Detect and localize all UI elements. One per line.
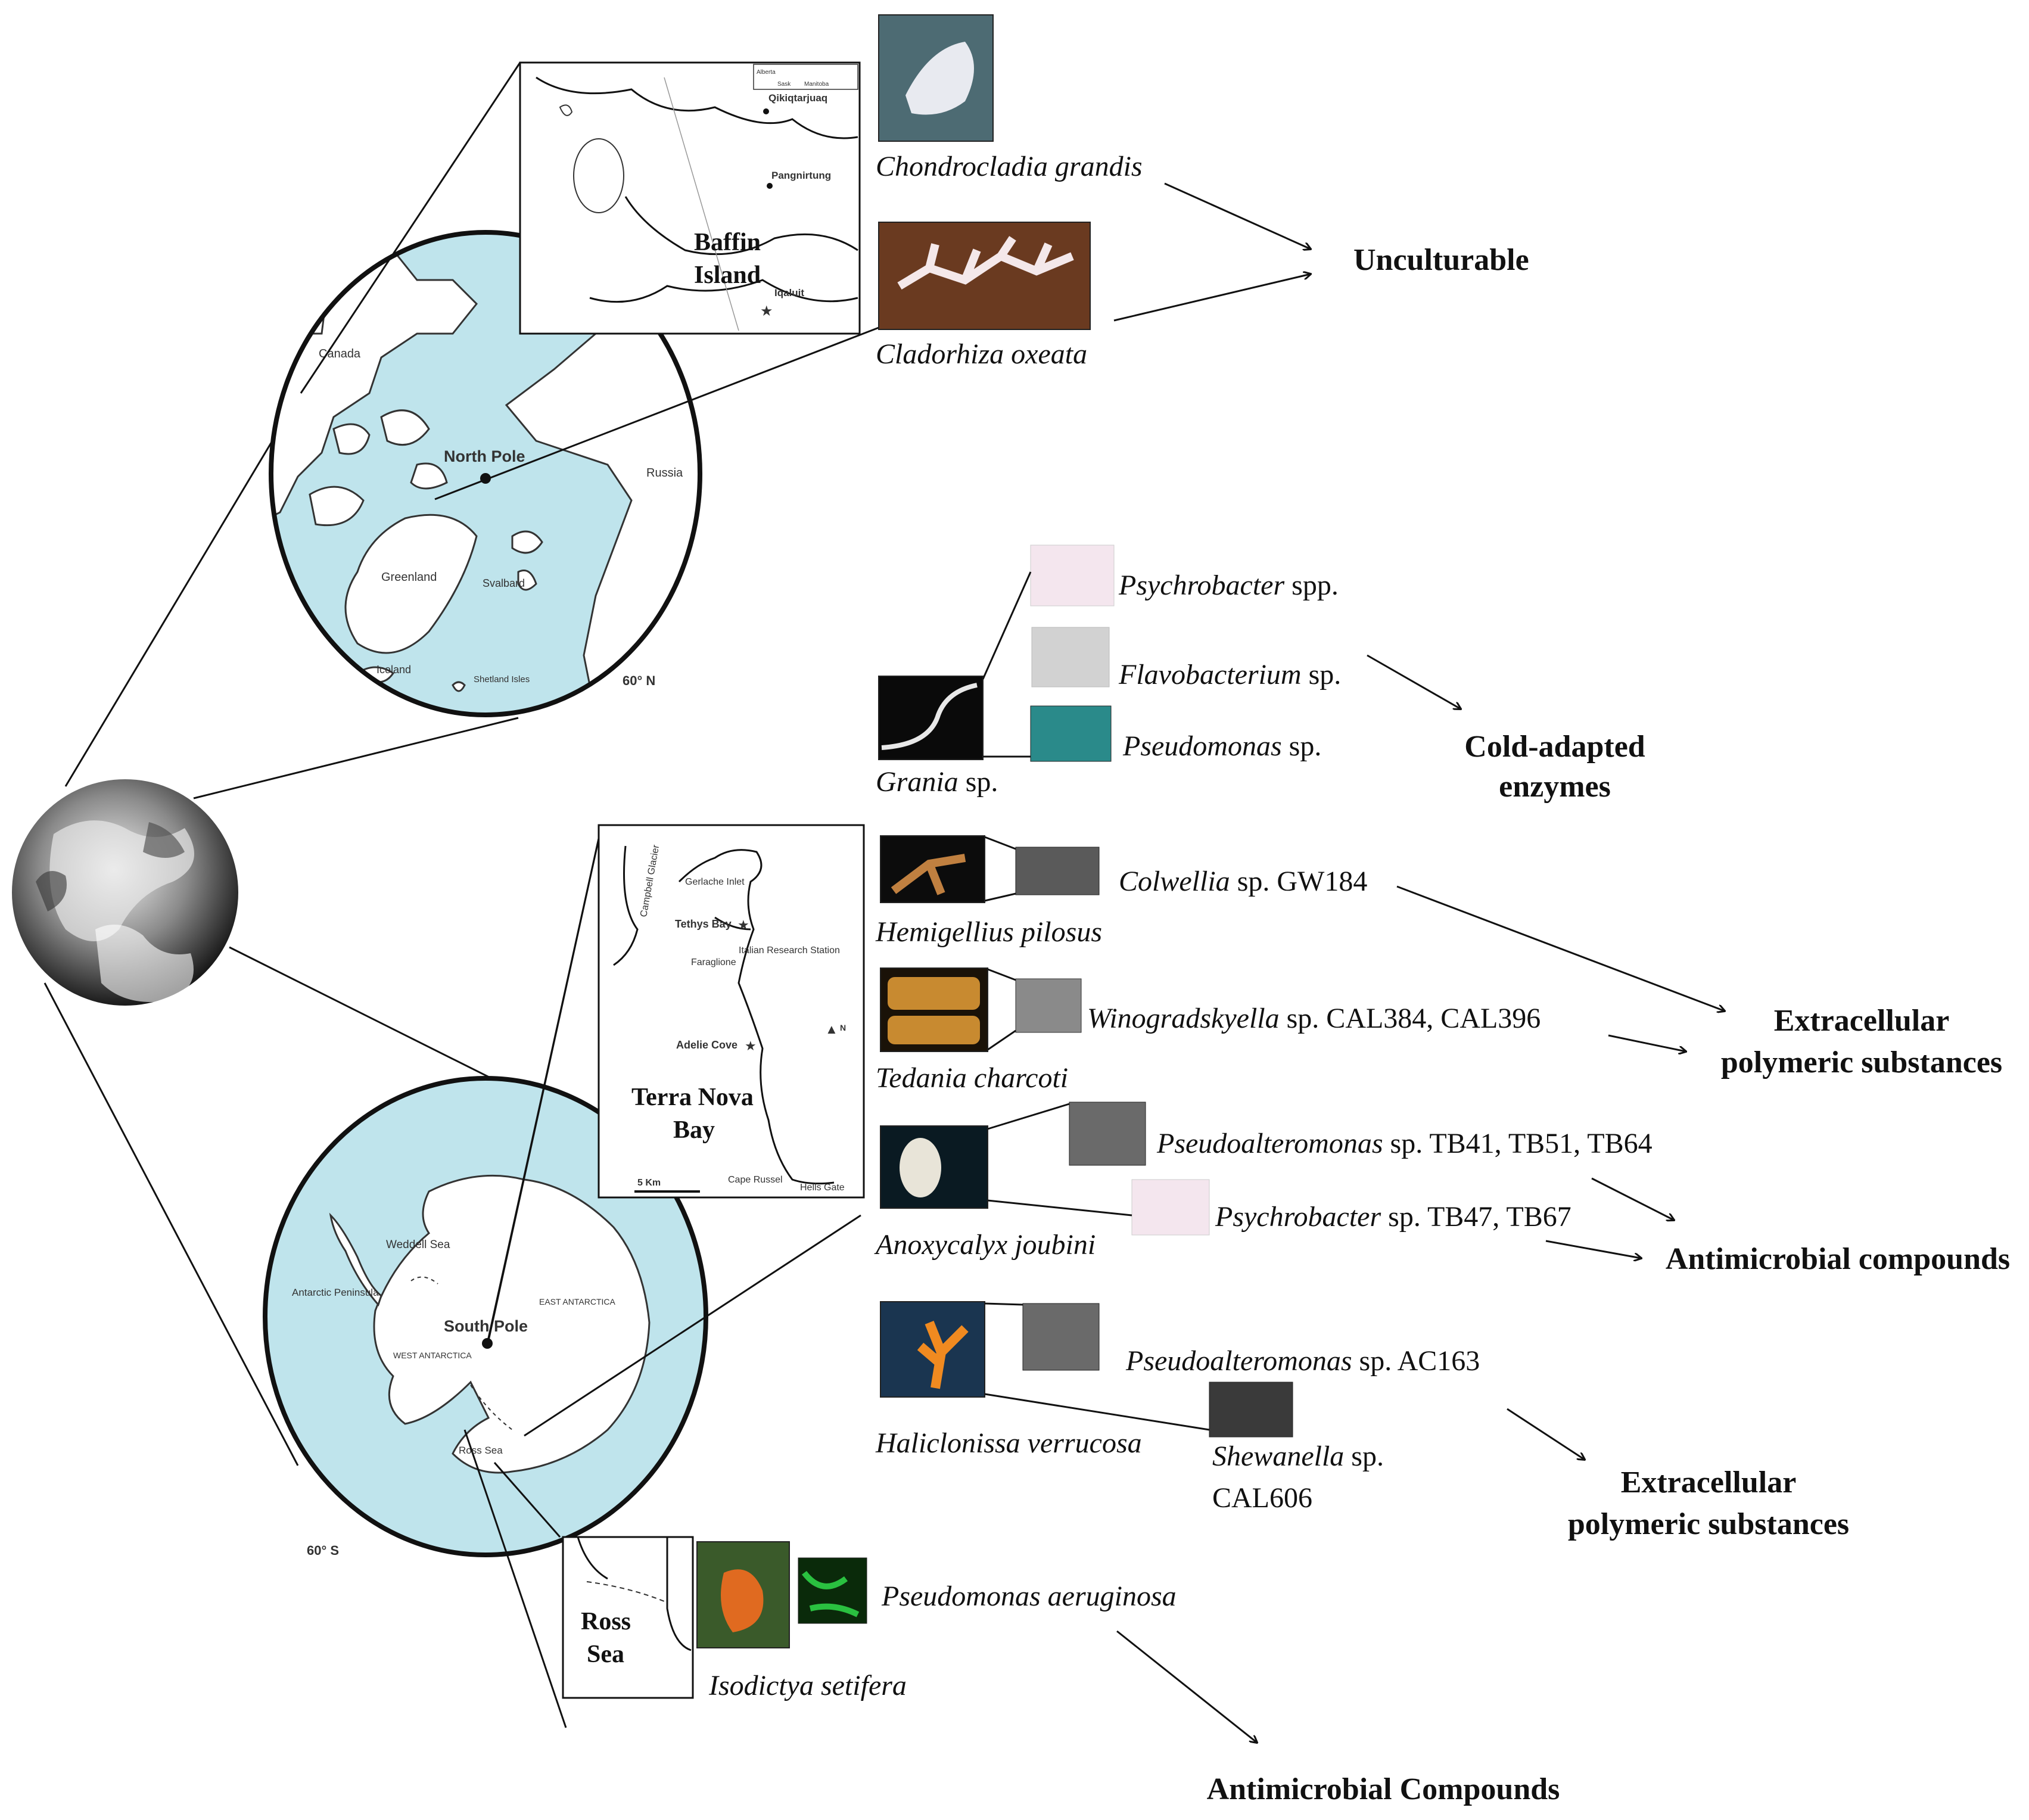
arrow-pseudoalteromonas-ac bbox=[1507, 1408, 1585, 1460]
pseudoalteromonas-tb-label: Pseudoalteromonas sp. TB41, TB51, TB64 bbox=[1156, 1128, 1653, 1159]
haliclonissa-label: Haliclonissa verrucosa bbox=[875, 1427, 1142, 1459]
eps2-label-line1: Extracellular bbox=[1621, 1466, 1797, 1499]
outcome-labels: Unculturable Cold-adapted enzymes Extrac… bbox=[1207, 243, 2011, 1806]
iceland-label: Iceland bbox=[376, 664, 411, 676]
tedania-label: Tedania charcoti bbox=[876, 1062, 1068, 1094]
eps1-label-line1: Extracellular bbox=[1774, 1004, 1950, 1038]
pseudoalteromonas-ac-photo bbox=[1022, 1303, 1100, 1371]
qikiqtarjuaq-label: Qikiqtarjuaq bbox=[768, 92, 827, 104]
arrow-pseudomonas-aeruginosa bbox=[1116, 1630, 1257, 1743]
chondrocladia-label: Chondrocladia grandis bbox=[876, 151, 1143, 182]
north-label: N bbox=[840, 1023, 846, 1032]
arctic-latitude-label: 60° N bbox=[623, 673, 655, 688]
eps1-label-line2: polymeric substances bbox=[1721, 1046, 2002, 1079]
baffin-island-inset: Alberta Sask Manitoba Qikiqtarjuaq Pangn… bbox=[300, 61, 861, 394]
alberta-label: Alberta bbox=[757, 69, 776, 76]
east-antarctica-label: EAST ANTARCTICA bbox=[539, 1297, 616, 1306]
weddell-sea-label: Weddell Sea bbox=[386, 1239, 450, 1251]
antarctic-map: South Pole Weddell Sea Antarctic Peninsu… bbox=[263, 825, 861, 1728]
winogradskyella-photo bbox=[1015, 978, 1082, 1033]
ross-title-line2: Sea bbox=[587, 1641, 624, 1668]
antimicrobial2-label: Antimicrobial Compounds bbox=[1207, 1772, 1560, 1806]
psychrobacter-tb-photo bbox=[1131, 1179, 1210, 1236]
photo-connectors bbox=[982, 571, 1210, 1431]
manitoba-label: Manitoba bbox=[804, 81, 829, 88]
shewanella-photo bbox=[1209, 1382, 1293, 1438]
ross-sea-inset: Ross Sea bbox=[562, 1536, 694, 1699]
psychrobacter-spp-photo bbox=[1030, 545, 1115, 606]
outcome-arrows bbox=[1113, 182, 1725, 1743]
west-antarctica-label: WEST ANTARCTICA bbox=[393, 1351, 472, 1360]
colwellia-photo bbox=[1015, 847, 1100, 895]
iqaluit-star-icon: ★ bbox=[760, 303, 773, 319]
italian-station-label: Italian Research Station bbox=[739, 945, 840, 956]
pangnirtung-label: Pangnirtung bbox=[771, 170, 831, 181]
adelie-cove-label: Adelie Cove bbox=[676, 1039, 737, 1051]
pseudoalteromonas-ac-label: Pseudoalteromonas sp. AC163 bbox=[1125, 1345, 1480, 1377]
arctic-map: North Pole Canada Russia Greenland Svalb… bbox=[269, 230, 879, 717]
grania-label: Grania sp. bbox=[876, 766, 998, 798]
ross-sea-map-label: Ross Sea bbox=[459, 1445, 503, 1456]
north-arrow-icon: ▲ bbox=[825, 1022, 838, 1037]
antimicrobial1-label: Antimicrobial compounds bbox=[1666, 1242, 2010, 1276]
sask-label: Sask bbox=[777, 81, 791, 88]
gerlache-inlet-label: Gerlache Inlet bbox=[685, 877, 745, 887]
arrow-chondrocladia bbox=[1164, 182, 1311, 249]
arrow-pseudoalteromonas-tb bbox=[1591, 1177, 1674, 1220]
colwellia-label: Colwellia sp. GW184 bbox=[1119, 866, 1367, 897]
arrow-cold-enzymes bbox=[1367, 654, 1461, 709]
baffin-title-line2: Island bbox=[694, 262, 761, 289]
hells-gate-label: Hells Gate bbox=[800, 1183, 845, 1193]
shetland-label: Shetland Isles bbox=[474, 674, 530, 685]
winogradskyella-label: Winogradskyella sp. CAL384, CAL396 bbox=[1087, 1003, 1541, 1034]
specimen-photos bbox=[696, 14, 1293, 1648]
faraglione-label: Faraglione bbox=[691, 957, 736, 967]
arrow-winogradskyella bbox=[1608, 1034, 1686, 1051]
adelie-star-icon: ★ bbox=[745, 1038, 757, 1053]
cold-adapted-label-line1: Cold-adapted bbox=[1464, 730, 1645, 764]
svalbard-label: Svalbard bbox=[483, 577, 525, 589]
psychrobacter-tb-label: Psychrobacter sp. TB47, TB67 bbox=[1215, 1201, 1571, 1233]
species-labels: Chondrocladia grandis Cladorhiza oxeata … bbox=[708, 151, 1653, 1701]
antarctic-latitude-label: 60° S bbox=[307, 1543, 339, 1558]
greenland-label: Greenland bbox=[381, 571, 437, 584]
scale-bar-label: 5 Km bbox=[637, 1178, 661, 1188]
earth-globe bbox=[12, 779, 238, 1006]
south-pole-label: South Pole bbox=[444, 1317, 528, 1335]
flavobacterium-label: Flavobacterium sp. bbox=[1118, 659, 1341, 690]
north-pole-label: North Pole bbox=[444, 447, 525, 465]
tethys-bay-label: Tethys Bay bbox=[675, 918, 732, 930]
isodictya-label: Isodictya setifera bbox=[708, 1670, 907, 1701]
hemigellius-label: Hemigellius pilosus bbox=[875, 916, 1102, 948]
terra-nova-bay-inset: Campbell Glacier Gerlache Inlet Tethys B… bbox=[487, 824, 865, 1341]
terra-nova-title-line2: Bay bbox=[673, 1116, 715, 1144]
shewanella-label-line2: CAL606 bbox=[1212, 1482, 1312, 1514]
pseudoalteromonas-tb-photo bbox=[1069, 1102, 1146, 1166]
terra-nova-title-line1: Terra Nova bbox=[631, 1084, 754, 1111]
unculturable-label: Unculturable bbox=[1353, 243, 1529, 277]
cladorhiza-label: Cladorhiza oxeata bbox=[876, 338, 1087, 370]
pseudomonas-photo bbox=[1030, 705, 1112, 762]
cold-adapted-label-line2: enzymes bbox=[1499, 770, 1611, 804]
cape-russel-label: Cape Russel bbox=[728, 1175, 783, 1185]
flavobacterium-photo bbox=[1031, 627, 1110, 687]
ross-title-line1: Ross bbox=[581, 1608, 631, 1635]
iqaluit-label: Iqaluit bbox=[774, 287, 804, 298]
arrow-colwellia bbox=[1396, 885, 1725, 1011]
chondrocladia-photo bbox=[878, 14, 994, 142]
arrow-cladorhiza bbox=[1113, 274, 1311, 322]
tethys-star-icon: ★ bbox=[737, 917, 749, 932]
pseudomonas-aeruginosa-label: Pseudomonas aeruginosa bbox=[881, 1581, 1177, 1612]
shewanella-label: Shewanella sp. bbox=[1212, 1441, 1384, 1472]
arrow-psychrobacter-tb bbox=[1545, 1240, 1641, 1258]
baffin-title-line1: Baffin bbox=[694, 229, 761, 256]
russia-label: Russia bbox=[646, 466, 683, 480]
anoxycalyx-label: Anoxycalyx joubini bbox=[874, 1229, 1096, 1261]
eps2-label-line2: polymeric substances bbox=[1568, 1507, 1849, 1541]
canada-label: Canada bbox=[319, 347, 361, 360]
antarctic-peninsula-label: Antarctic Peninsula bbox=[292, 1287, 379, 1298]
psychrobacter-spp-label: Psychrobacter spp. bbox=[1118, 570, 1339, 601]
pseudomonas-label: Pseudomonas sp. bbox=[1122, 730, 1321, 762]
